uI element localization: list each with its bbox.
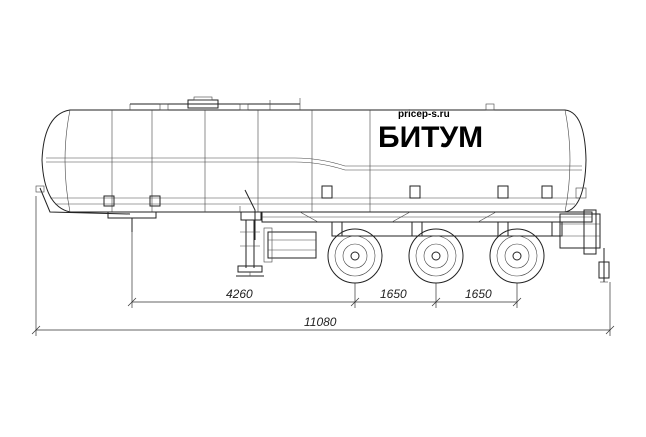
rear-bumper-assembly xyxy=(559,187,610,283)
dimension-chain-upper xyxy=(127,232,522,308)
wheel-axle-1 xyxy=(327,228,383,284)
chassis-frame xyxy=(261,211,593,263)
tank-body xyxy=(41,109,587,213)
dimension-front-overhang: 4260 xyxy=(226,287,253,301)
cargo-label: БИТУМ xyxy=(378,121,483,154)
dimension-axle-spacing-2: 1650 xyxy=(465,287,492,301)
front-undercarriage xyxy=(35,185,157,232)
top-equipment xyxy=(129,96,495,111)
dimension-overall xyxy=(31,196,615,336)
wheel-axle-2 xyxy=(408,228,464,284)
wheel-axle-3 xyxy=(489,228,545,284)
dimension-overall-length: 11080 xyxy=(304,315,337,329)
website-label: pricep-s.ru xyxy=(398,109,450,120)
dimension-axle-spacing-1: 1650 xyxy=(380,287,407,301)
side-brackets xyxy=(103,185,553,207)
landing-gear xyxy=(236,189,264,277)
